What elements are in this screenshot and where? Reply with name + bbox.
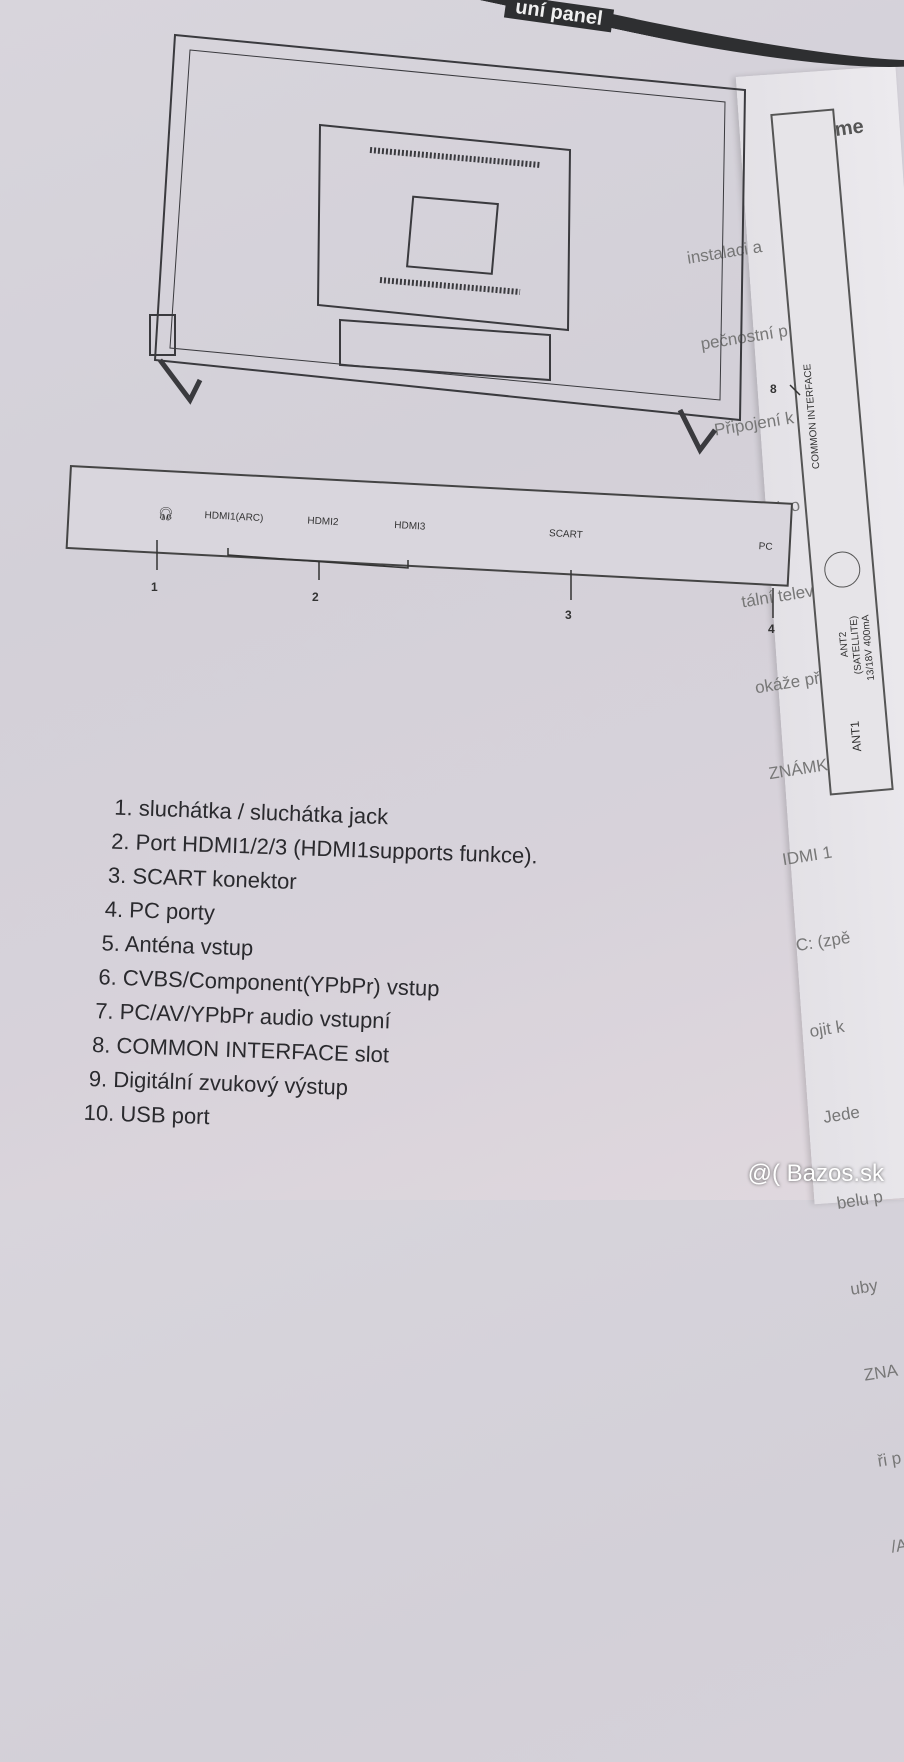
left-stand bbox=[158, 358, 203, 405]
callout-8: 8 bbox=[770, 382, 777, 396]
right-line: uby bbox=[848, 1275, 880, 1299]
tv-back-diagram bbox=[149, 33, 747, 455]
connector-legend-list: 1. sluchátka / sluchátka jack 2. Port HD… bbox=[83, 790, 539, 1145]
side-ports bbox=[149, 314, 176, 356]
callout-lines bbox=[156, 384, 801, 618]
callout-3: 3 bbox=[565, 608, 572, 622]
right-line: ojit k bbox=[808, 1016, 846, 1042]
tv-center-panel bbox=[316, 123, 572, 332]
right-line: /A bbox=[889, 1535, 904, 1557]
bazos-watermark: @( Bazos.sk bbox=[747, 1160, 884, 1187]
callout-2: 2 bbox=[312, 590, 319, 604]
callout-1: 1 bbox=[151, 580, 158, 594]
ant1-label: ANT1 bbox=[847, 720, 865, 753]
right-line: C: (zpě bbox=[794, 927, 852, 956]
vesa-mount bbox=[406, 195, 499, 275]
right-line: ři p bbox=[876, 1448, 903, 1471]
right-stand bbox=[677, 408, 717, 455]
right-line: IDMI 1 bbox=[780, 842, 834, 870]
right-line: ZNA bbox=[862, 1360, 900, 1385]
tv-outline bbox=[153, 33, 747, 422]
right-line: Jede bbox=[821, 1102, 862, 1127]
callout-4: 4 bbox=[768, 622, 775, 636]
